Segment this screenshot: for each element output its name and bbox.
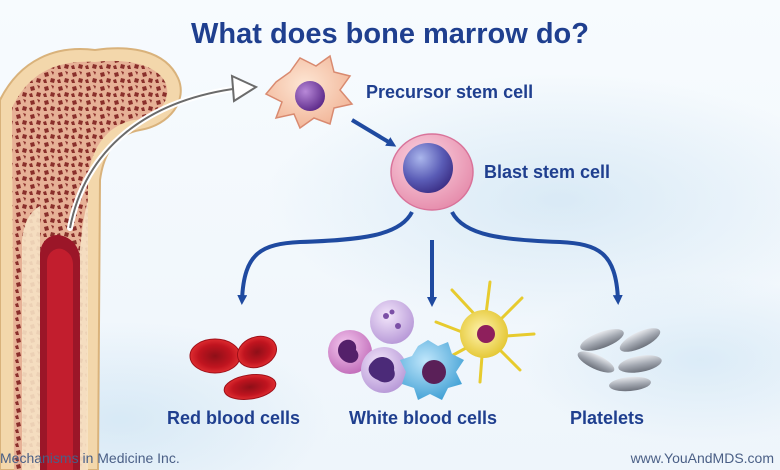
precursor-stem-cell: [264, 54, 354, 130]
white-blood-cells-illustration: [328, 280, 536, 400]
diagram-title: What does bone marrow do?: [191, 18, 589, 50]
footer-credit: Mechanisms in Medicine Inc.: [0, 450, 180, 466]
label-platelets: Platelets: [570, 408, 645, 428]
footer-website: www.YouAndMDS.com: [630, 450, 774, 466]
label-red-blood-cells: Red blood cells: [167, 408, 301, 428]
femur-bone-illustration: [0, 47, 182, 470]
branch-arrows: [237, 210, 623, 307]
platelets-illustration: [577, 328, 662, 392]
label-blast-stem-cell: Blast stem cell: [484, 162, 611, 182]
red-blood-cells-illustration: [189, 335, 277, 400]
precursor-to-blast-arrow: [350, 118, 397, 147]
label-white-blood-cells: White blood cells: [349, 408, 498, 428]
blast-stem-cell: [390, 133, 474, 211]
label-precursor-stem-cell: Precursor stem cell: [366, 82, 534, 102]
